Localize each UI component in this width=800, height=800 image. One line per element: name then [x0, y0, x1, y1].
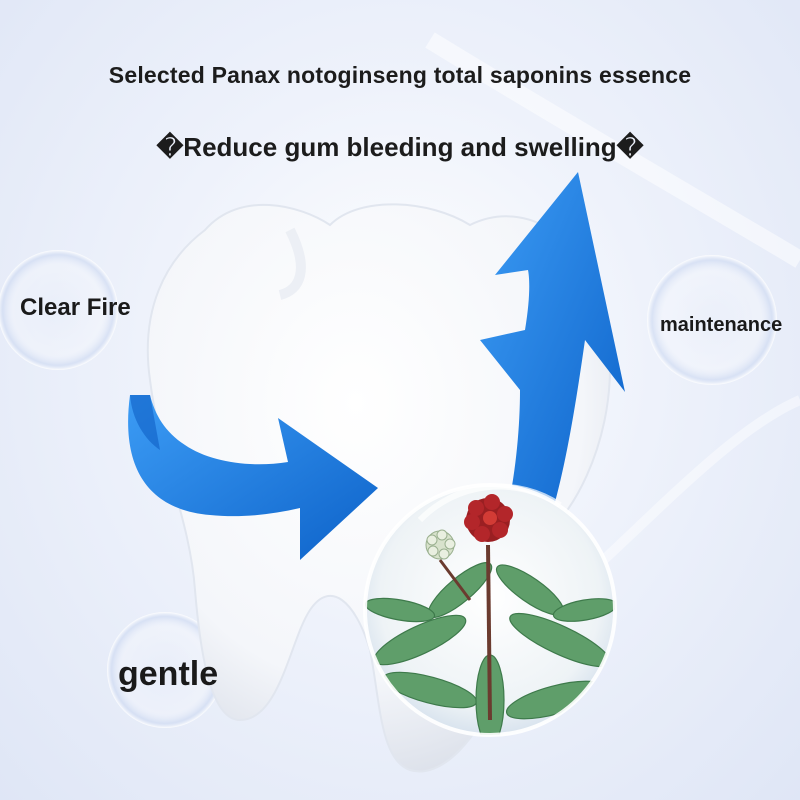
- label-gentle: gentle: [118, 655, 219, 693]
- label-clear-fire: Clear Fire: [20, 294, 131, 321]
- bubble-right: [647, 255, 777, 385]
- label-maintenance: maintenance: [660, 314, 783, 336]
- flower-cluster: [425, 529, 456, 560]
- curved-arrow: [128, 395, 378, 560]
- ginseng-plant-bubble: [363, 483, 617, 737]
- bubble-bottom-left: [107, 612, 223, 728]
- headline-primary: Selected Panax notoginseng total saponin…: [108, 62, 692, 88]
- up-arrow: [480, 172, 625, 520]
- bubble-left: [0, 250, 118, 370]
- red-berry-cluster: [464, 494, 513, 542]
- headline-secondary: �Reduce gum bleeding and swelling�: [156, 132, 644, 162]
